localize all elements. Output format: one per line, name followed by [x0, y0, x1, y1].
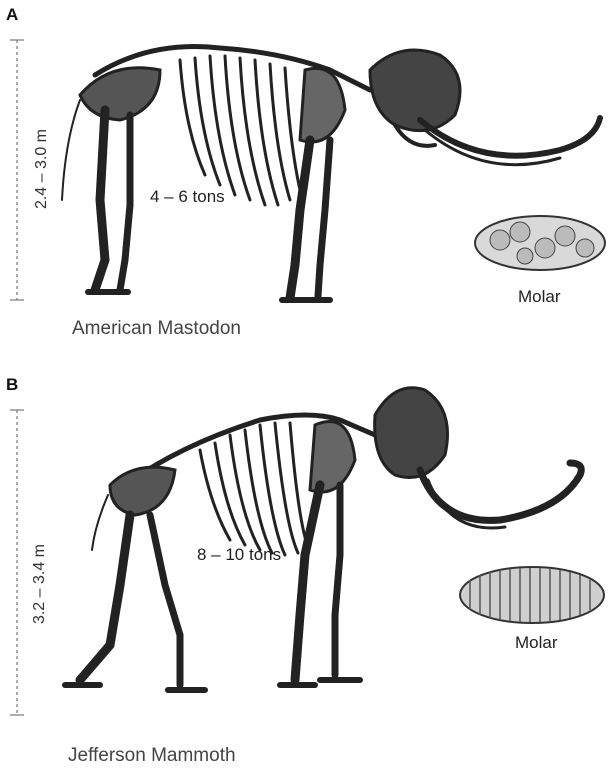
mammoth-molar-image: [460, 567, 604, 623]
mammoth-skeleton: [65, 388, 581, 690]
height-range-label: 2.4 – 3.0 m: [33, 119, 51, 219]
species-name: Jefferson Mammoth: [68, 745, 236, 767]
molar-label: Molar: [518, 287, 561, 307]
height-range-label: 3.2 – 3.4 m: [31, 534, 49, 634]
height-scale-bar: [10, 40, 24, 300]
panel-american-mastodon: A: [0, 0, 609, 375]
weight-label: 8 – 10 tons: [197, 545, 281, 565]
mastodon-molar-image: [475, 216, 605, 270]
species-name: American Mastodon: [72, 318, 241, 340]
molar-label: Molar: [515, 633, 558, 653]
panel-jefferson-mammoth: B: [0, 375, 609, 773]
height-scale-bar: [10, 410, 24, 715]
mammoth-illustration: [0, 375, 609, 773]
weight-label: 4 – 6 tons: [150, 187, 225, 207]
